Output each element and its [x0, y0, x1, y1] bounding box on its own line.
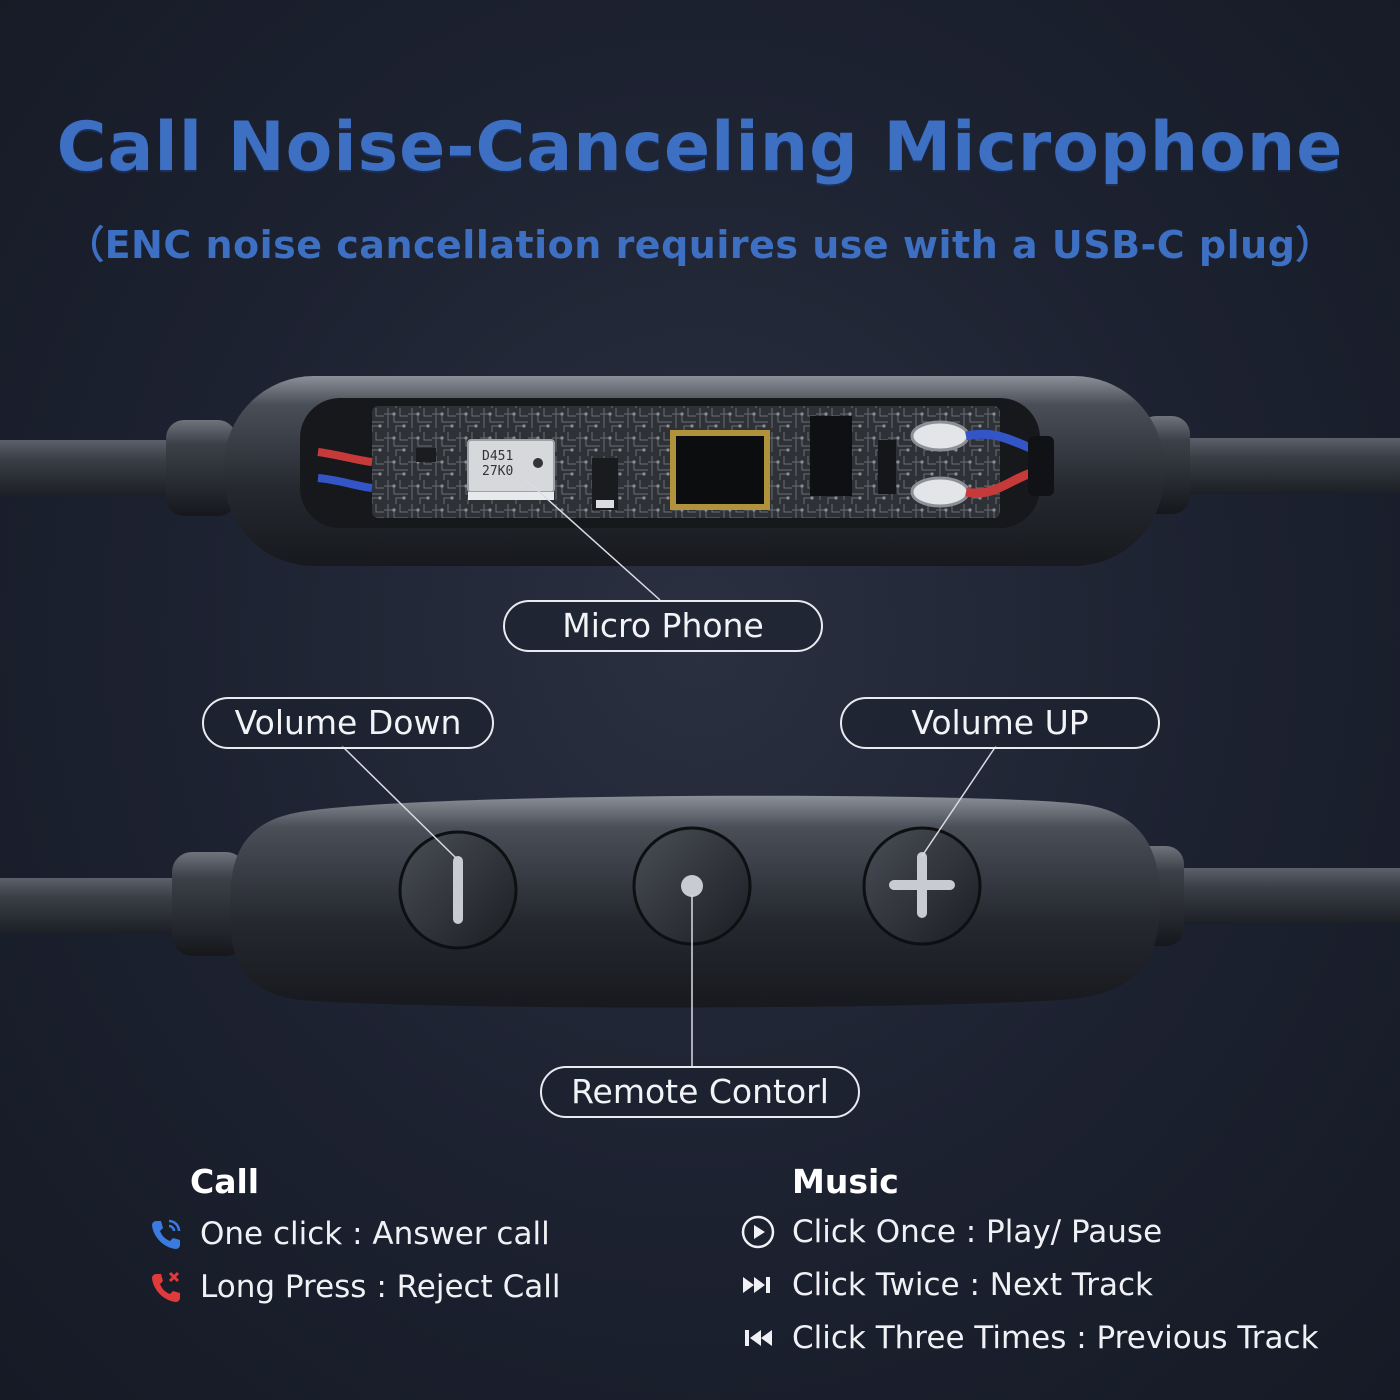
music-item-next: Click Twice : Next Track	[736, 1267, 1153, 1303]
micro-phone-pointer	[525, 479, 661, 601]
next-track-icon	[736, 1267, 780, 1303]
chip-marking-1: D451	[482, 449, 513, 464]
page-title: Call Noise-Canceling Microphone	[56, 108, 1344, 187]
music-item-play-text: Click Once : Play/ Pause	[792, 1214, 1163, 1250]
mic-capsule: D451 27K0	[0, 376, 1400, 601]
remote-capsule	[0, 745, 1400, 1068]
call-heading: Call	[190, 1162, 260, 1201]
phone-reject-icon	[144, 1269, 188, 1305]
play-pause-icon	[736, 1214, 780, 1250]
previous-track-icon	[736, 1320, 780, 1356]
chip-marking-2: 27K0	[482, 464, 513, 479]
call-item-answer-text: One click : Answer call	[200, 1216, 550, 1252]
phone-answer-icon	[144, 1216, 188, 1252]
remote-control-label: Remote Contorl	[540, 1066, 860, 1118]
volume-down-label: Volume Down	[202, 697, 494, 749]
music-item-next-text: Click Twice : Next Track	[792, 1267, 1153, 1303]
dot-icon	[681, 875, 703, 897]
call-item-answer: One click : Answer call	[144, 1216, 550, 1252]
volume-up-pointer	[921, 745, 997, 857]
call-item-reject-text: Long Press : Reject Call	[200, 1269, 561, 1305]
minus-icon	[453, 856, 463, 924]
call-item-reject: Long Press : Reject Call	[144, 1269, 560, 1305]
music-item-previous-text: Click Three Times : Previous Track	[792, 1320, 1319, 1356]
micro-phone-label: Micro Phone	[503, 600, 823, 652]
music-heading: Music	[792, 1162, 899, 1201]
volume-down-pointer	[341, 745, 457, 859]
plus-icon	[889, 852, 955, 918]
music-item-play: Click Once : Play/ Pause	[736, 1214, 1162, 1250]
music-item-previous: Click Three Times : Previous Track	[736, 1320, 1319, 1356]
volume-up-label: Volume UP	[840, 697, 1160, 749]
page-subtitle: （ENC noise cancellation requires use wit…	[66, 223, 1334, 267]
